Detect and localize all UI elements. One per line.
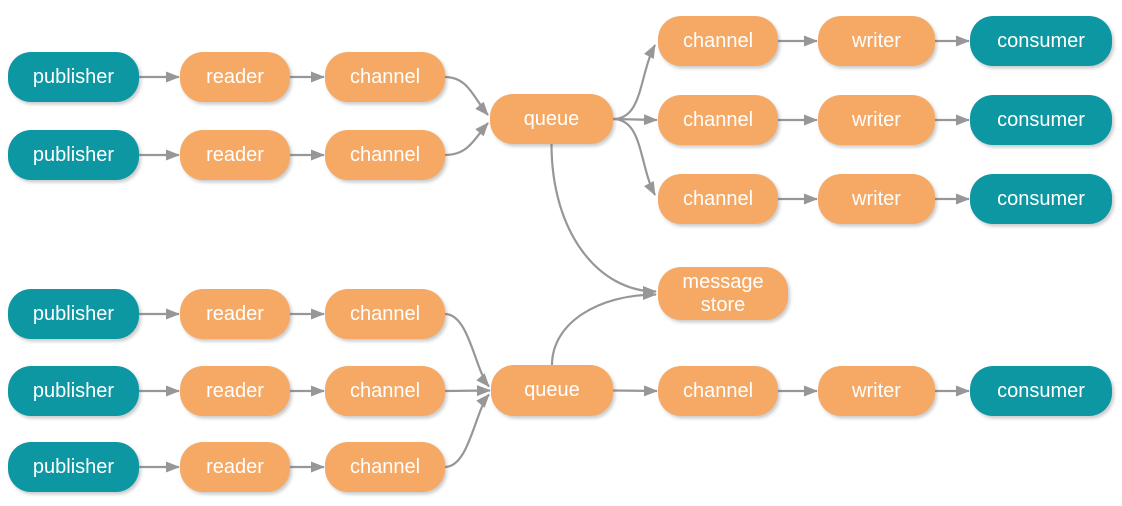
channel-9-node: channel xyxy=(658,366,778,416)
publisher-1-node: publisher xyxy=(8,52,139,102)
reader-3-node: reader xyxy=(180,289,290,339)
publisher-4-node: publisher xyxy=(8,366,139,416)
consumer-4-label: consumer xyxy=(997,379,1085,402)
channel-4-node: channel xyxy=(658,95,778,145)
reader-1-node: reader xyxy=(180,52,290,102)
channel-1-label: channel xyxy=(349,65,421,88)
reader-4-node: reader xyxy=(180,366,290,416)
channel-3-node: channel xyxy=(658,16,778,66)
consumer-2-node: consumer xyxy=(970,95,1112,145)
queue-2-node: queue xyxy=(491,365,613,416)
writer-2-label: writer xyxy=(852,108,901,131)
writer-2-node: writer xyxy=(818,95,935,145)
consumer-2-label: consumer xyxy=(997,108,1085,131)
channel-2-node: channel xyxy=(325,130,445,180)
writer-4-node: writer xyxy=(818,366,935,416)
reader-5-node: reader xyxy=(180,442,290,492)
channel-1-node: channel xyxy=(325,52,445,102)
channel-4-label: channel xyxy=(682,108,754,131)
reader-3-label: reader xyxy=(206,302,264,325)
channel-6-label: channel xyxy=(349,302,421,325)
reader-4-label: reader xyxy=(206,379,264,402)
channel-5-label: channel xyxy=(682,187,754,210)
writer-1-node: writer xyxy=(818,16,935,66)
publisher-5-node: publisher xyxy=(8,442,139,492)
reader-5-label: reader xyxy=(206,455,264,478)
edge-queue-1-to-channel-3 xyxy=(612,44,656,121)
edge-channel-8-to-queue-2 xyxy=(444,393,490,469)
publisher-1-label: publisher xyxy=(32,65,115,88)
message-store-node: message store xyxy=(658,267,788,320)
writer-3-node: writer xyxy=(818,174,935,224)
channel-8-label: channel xyxy=(349,455,421,478)
message-store-label: message store xyxy=(682,270,764,316)
consumer-3-label: consumer xyxy=(997,187,1085,210)
edge-queue-2-to-channel-9 xyxy=(612,385,658,397)
channel-7-node: channel xyxy=(325,366,445,416)
edge-queue-1-to-message-store xyxy=(550,143,657,297)
edge-queue-2-to-message-store xyxy=(550,289,657,366)
channel-6-node: channel xyxy=(325,289,445,339)
channel-2-label: channel xyxy=(349,143,421,166)
writer-4-label: writer xyxy=(852,379,901,402)
publisher-5-label: publisher xyxy=(32,455,115,478)
edge-channel-7-to-queue-2 xyxy=(444,385,491,397)
queue-2-label: queue xyxy=(524,379,580,401)
publisher-2-label: publisher xyxy=(32,143,115,166)
reader-2-label: reader xyxy=(206,143,264,166)
channel-7-label: channel xyxy=(349,379,421,402)
reader-1-label: reader xyxy=(206,65,264,88)
edge-channel-1-to-queue-1 xyxy=(444,75,489,116)
edge-channel-2-to-queue-1 xyxy=(444,122,489,157)
consumer-1-label: consumer xyxy=(997,29,1085,52)
queue-1-label: queue xyxy=(523,107,580,130)
channel-5-node: channel xyxy=(658,174,778,224)
publisher-2-node: publisher xyxy=(8,130,139,180)
consumer-4-node: consumer xyxy=(970,366,1112,416)
channel-3-label: channel xyxy=(682,29,754,52)
writer-1-label: writer xyxy=(852,29,901,52)
channel-8-node: channel xyxy=(325,442,445,492)
queue-1-node: queue xyxy=(490,94,613,144)
edge-queue-1-to-channel-5 xyxy=(612,117,656,196)
reader-2-node: reader xyxy=(180,130,290,180)
consumer-3-node: consumer xyxy=(970,174,1112,224)
edge-channel-6-to-queue-2 xyxy=(444,312,490,388)
publisher-3-label: publisher xyxy=(32,302,115,325)
publisher-3-node: publisher xyxy=(8,289,139,339)
publisher-4-label: publisher xyxy=(32,379,115,402)
consumer-1-node: consumer xyxy=(970,16,1112,66)
channel-9-label: channel xyxy=(682,379,754,402)
writer-3-label: writer xyxy=(852,187,901,210)
